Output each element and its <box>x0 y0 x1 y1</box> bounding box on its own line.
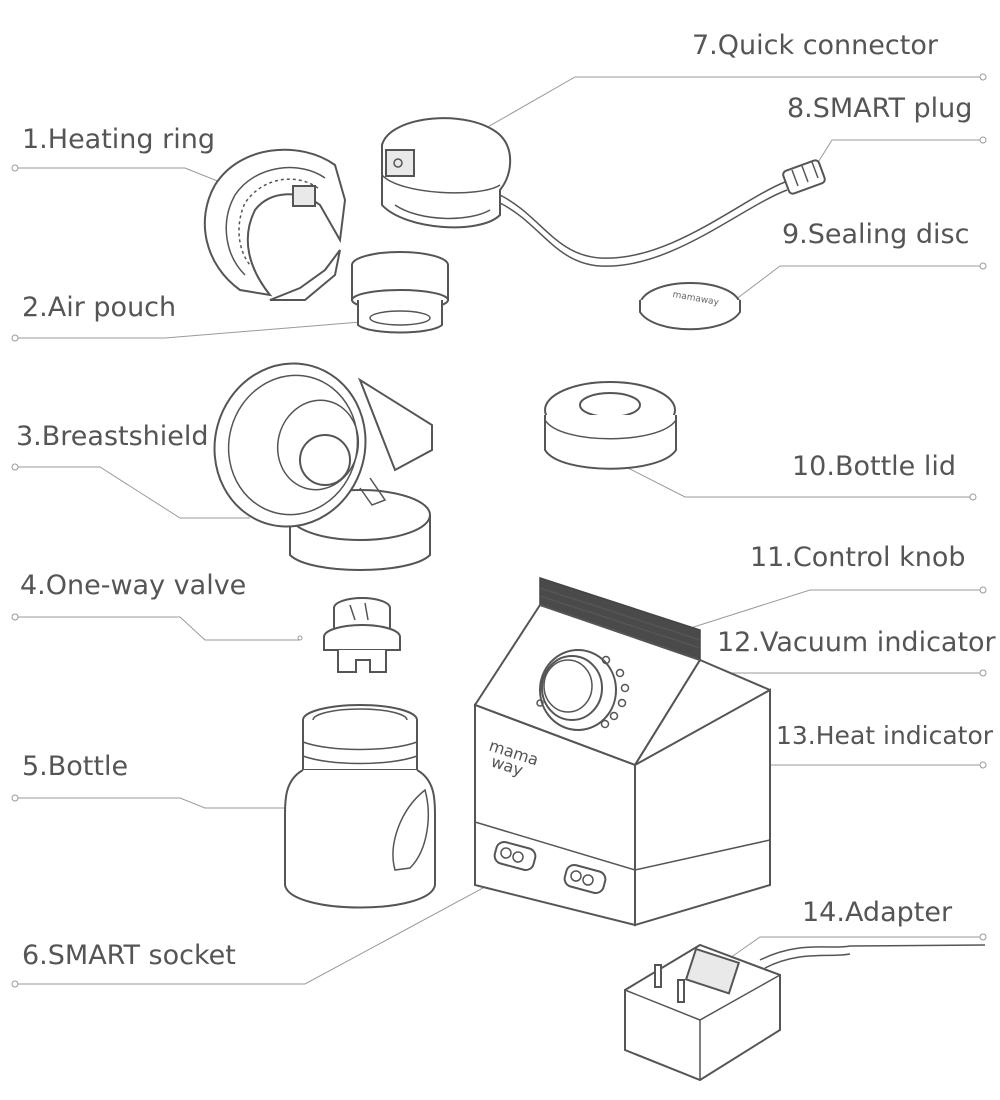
leader-bottle-lid <box>621 464 973 498</box>
adapter-drawing <box>624 943 986 1082</box>
label-smart-socket: 6.SMART socket <box>22 940 236 971</box>
leader-sealing-disc <box>734 265 983 301</box>
label-smart-plug: 8.SMART plug <box>787 93 973 124</box>
heating-ring-drawing <box>203 148 347 301</box>
smart-plug-drawing <box>782 159 826 195</box>
label-heat-indicator: 13.Heat indicator <box>776 721 994 750</box>
leader-smart-socket <box>15 867 521 985</box>
bottle-drawing <box>284 704 436 909</box>
main-unit-drawing: mama way <box>473 576 771 927</box>
leader-smart-plug <box>811 139 983 173</box>
quick-connector-drawing <box>381 117 512 229</box>
one-way-valve-drawing <box>323 597 401 673</box>
label-bottle-lid: 10.Bottle lid <box>792 451 956 482</box>
label-vacuum-indicator: 12.Vacuum indicator <box>717 627 996 658</box>
leader-air-pouch <box>15 317 411 339</box>
sealing-disc-drawing: mamaway <box>639 282 741 331</box>
leader-quick-connector <box>464 76 983 141</box>
leader-breastshield <box>15 466 250 519</box>
cable-drawing <box>499 181 788 267</box>
leader-bottle <box>15 797 352 809</box>
bottle-lid-drawing <box>544 381 677 470</box>
leader-adapter <box>719 936 983 966</box>
label-quick-connector: 7.Quick connector <box>692 30 938 61</box>
label-one-way-valve: 4.One-way valve <box>20 570 247 601</box>
breastshield-drawing <box>213 362 433 571</box>
label-adapter: 14.Adapter <box>802 897 953 928</box>
label-breastshield: 3.Breastshield <box>16 421 209 452</box>
leader-one-way-valve <box>15 616 300 641</box>
label-air-pouch: 2.Air pouch <box>22 292 177 323</box>
leader-heating-ring <box>15 167 241 191</box>
label-control-knob: 11.Control knob <box>750 542 966 573</box>
air-pouch-drawing <box>351 251 449 334</box>
label-sealing-disc: 9.Sealing disc <box>782 219 970 250</box>
label-bottle: 5.Bottle <box>22 751 129 782</box>
label-heating-ring: 1.Heating ring <box>22 124 215 155</box>
